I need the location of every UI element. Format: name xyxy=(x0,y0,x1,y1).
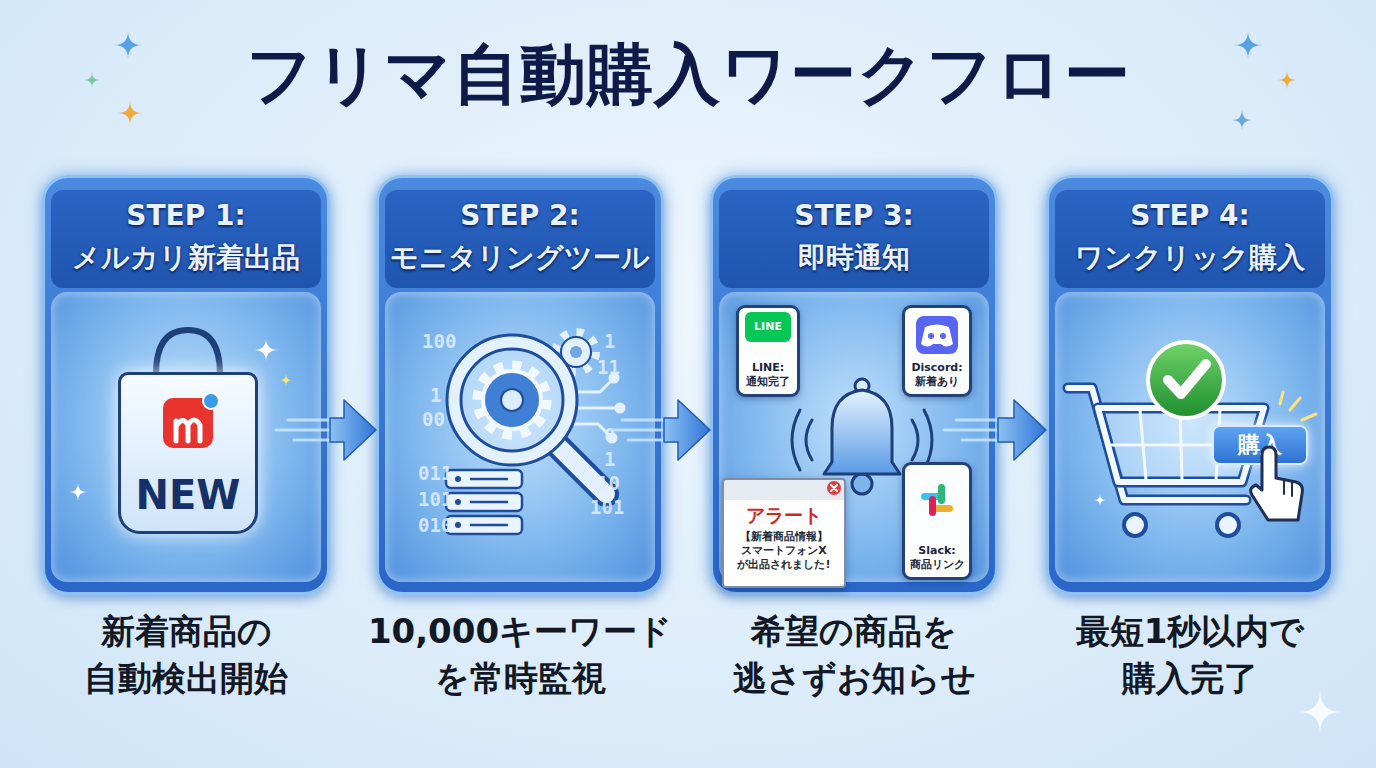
phone-notification: Slack: 商品リンク xyxy=(902,462,972,580)
phone-notification: Discord: 新着あり xyxy=(902,305,972,397)
alert-message: 【新着商品情報】 スマートフォンX が出品されました! xyxy=(728,530,840,572)
sparkle-decoration xyxy=(84,72,100,88)
binary-digits: 1 xyxy=(430,384,441,406)
step-card: STEP 3:即時通知希望の商品を 逃さずお知らせLINE: 通知完了LINED… xyxy=(710,175,998,595)
binary-digits: 011 xyxy=(418,462,452,484)
notification-text: LINE: 通知完了 xyxy=(739,361,797,389)
step-caption: 10,000キーワード を常時監視 xyxy=(363,608,677,702)
step-heading: 即時通知 xyxy=(713,240,995,276)
sparkle-decoration xyxy=(1232,110,1252,130)
step-caption: 希望の商品を 逃さずお知らせ xyxy=(697,608,1011,702)
alert-heading: アラート xyxy=(724,503,844,527)
diagram-title: フリマ自動購入ワークフロー xyxy=(0,30,1376,120)
step-caption: 新着商品の 自動検出開始 xyxy=(29,608,343,702)
step-heading: メルカリ新着出品 xyxy=(45,240,327,276)
sparkle-decoration xyxy=(114,31,142,59)
shopping-bag: NEW xyxy=(118,372,258,534)
binary-digits: 101 xyxy=(418,488,452,510)
alert-window: アラート【新着商品情報】 スマートフォンX が出品されました! xyxy=(722,478,846,588)
sparkle-decoration xyxy=(118,101,142,125)
sparkle-decoration xyxy=(1298,690,1342,734)
binary-digits: 101 xyxy=(590,496,624,518)
binary-digits: 10 xyxy=(597,472,620,494)
step-number: STEP 2: xyxy=(379,198,661,234)
binary-digits: 1 xyxy=(604,330,615,352)
phone-notification: LINE: 通知完了 LINE xyxy=(736,305,800,397)
binary-digits: 00 xyxy=(422,408,445,430)
flow-arrow xyxy=(998,400,1046,460)
binary-digits: 0 xyxy=(604,424,615,446)
notification-text: Discord: 新着あり xyxy=(905,361,969,389)
binary-digits: 1 xyxy=(604,448,615,470)
step-number: STEP 4: xyxy=(1049,198,1331,234)
flow-arrow xyxy=(330,400,376,460)
step-heading: ワンクリック購入 xyxy=(1049,240,1331,276)
sparkle-decoration xyxy=(1278,71,1296,89)
buy-button: 購入 xyxy=(1212,425,1308,465)
step-number: STEP 1: xyxy=(45,198,327,234)
step-number: STEP 3: xyxy=(713,198,995,234)
binary-digits: 100 xyxy=(422,330,456,352)
step-caption: 最短1秒以内で 購入完了 xyxy=(1033,608,1347,702)
flow-arrow xyxy=(664,400,710,460)
bag-label: NEW xyxy=(121,471,255,519)
binary-digits: 11 xyxy=(597,356,620,378)
line-logo: LINE xyxy=(745,312,791,342)
binary-digits: 010 xyxy=(418,514,452,536)
notification-text: Slack: 商品リンク xyxy=(905,544,969,572)
step-heading: モニタリングツール xyxy=(379,240,661,276)
app-logo-text: LINE xyxy=(745,312,791,342)
step-card: STEP 4:ワンクリック購入最短1秒以内で 購入完了購入 xyxy=(1046,175,1334,595)
sparkle-decoration xyxy=(1234,31,1262,59)
button-label: 購入 xyxy=(1214,427,1306,463)
step-card: STEP 1:メルカリ新着出品新着商品の 自動検出開始NEW xyxy=(42,175,330,595)
